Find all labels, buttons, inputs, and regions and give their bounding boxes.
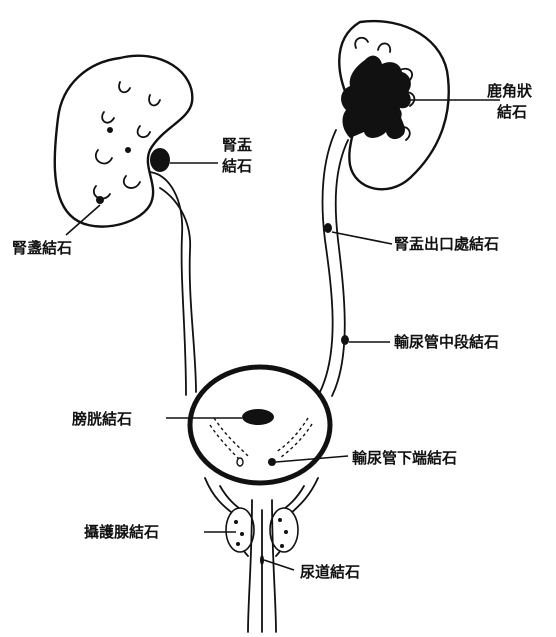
label-prostate-stone: 攝護腺結石 — [84, 523, 159, 541]
label-renal-pelvis-stone-line1: 腎盂 — [222, 136, 252, 154]
leader-urethral — [264, 560, 294, 570]
calyceal-stone — [96, 196, 104, 204]
label-bladder-stone: 膀胱結石 — [72, 410, 132, 428]
label-calyceal-stone: 腎盞結石 — [12, 239, 72, 257]
mid-ureter-stone — [341, 335, 349, 345]
label-staghorn-stone-line1: 鹿角狀 — [487, 82, 533, 100]
leader-upj — [332, 232, 392, 244]
bladder — [190, 367, 330, 483]
label-staghorn-stone-line2: 結石 — [497, 103, 527, 121]
distal-ureter-stone — [268, 458, 276, 466]
left-ureter — [150, 172, 196, 395]
label-upj-stone: 腎盂出口處結石 — [394, 235, 499, 253]
label-mid-ureter-stone: 輸尿管中段結石 — [394, 333, 499, 351]
renal-pelvis-stone — [150, 148, 170, 172]
label-distal-ureter-stone: 輸尿管下端結石 — [352, 449, 457, 467]
label-renal-pelvis-stone-line2: 結石 — [222, 157, 252, 175]
urethral-stone — [260, 555, 264, 565]
right-ureter — [320, 130, 348, 396]
left-kidney — [55, 56, 193, 227]
bladder-stone — [242, 409, 274, 425]
label-urethral-stone: 尿道結石 — [300, 563, 360, 581]
upj-stone — [324, 223, 332, 233]
urethra — [248, 500, 276, 632]
